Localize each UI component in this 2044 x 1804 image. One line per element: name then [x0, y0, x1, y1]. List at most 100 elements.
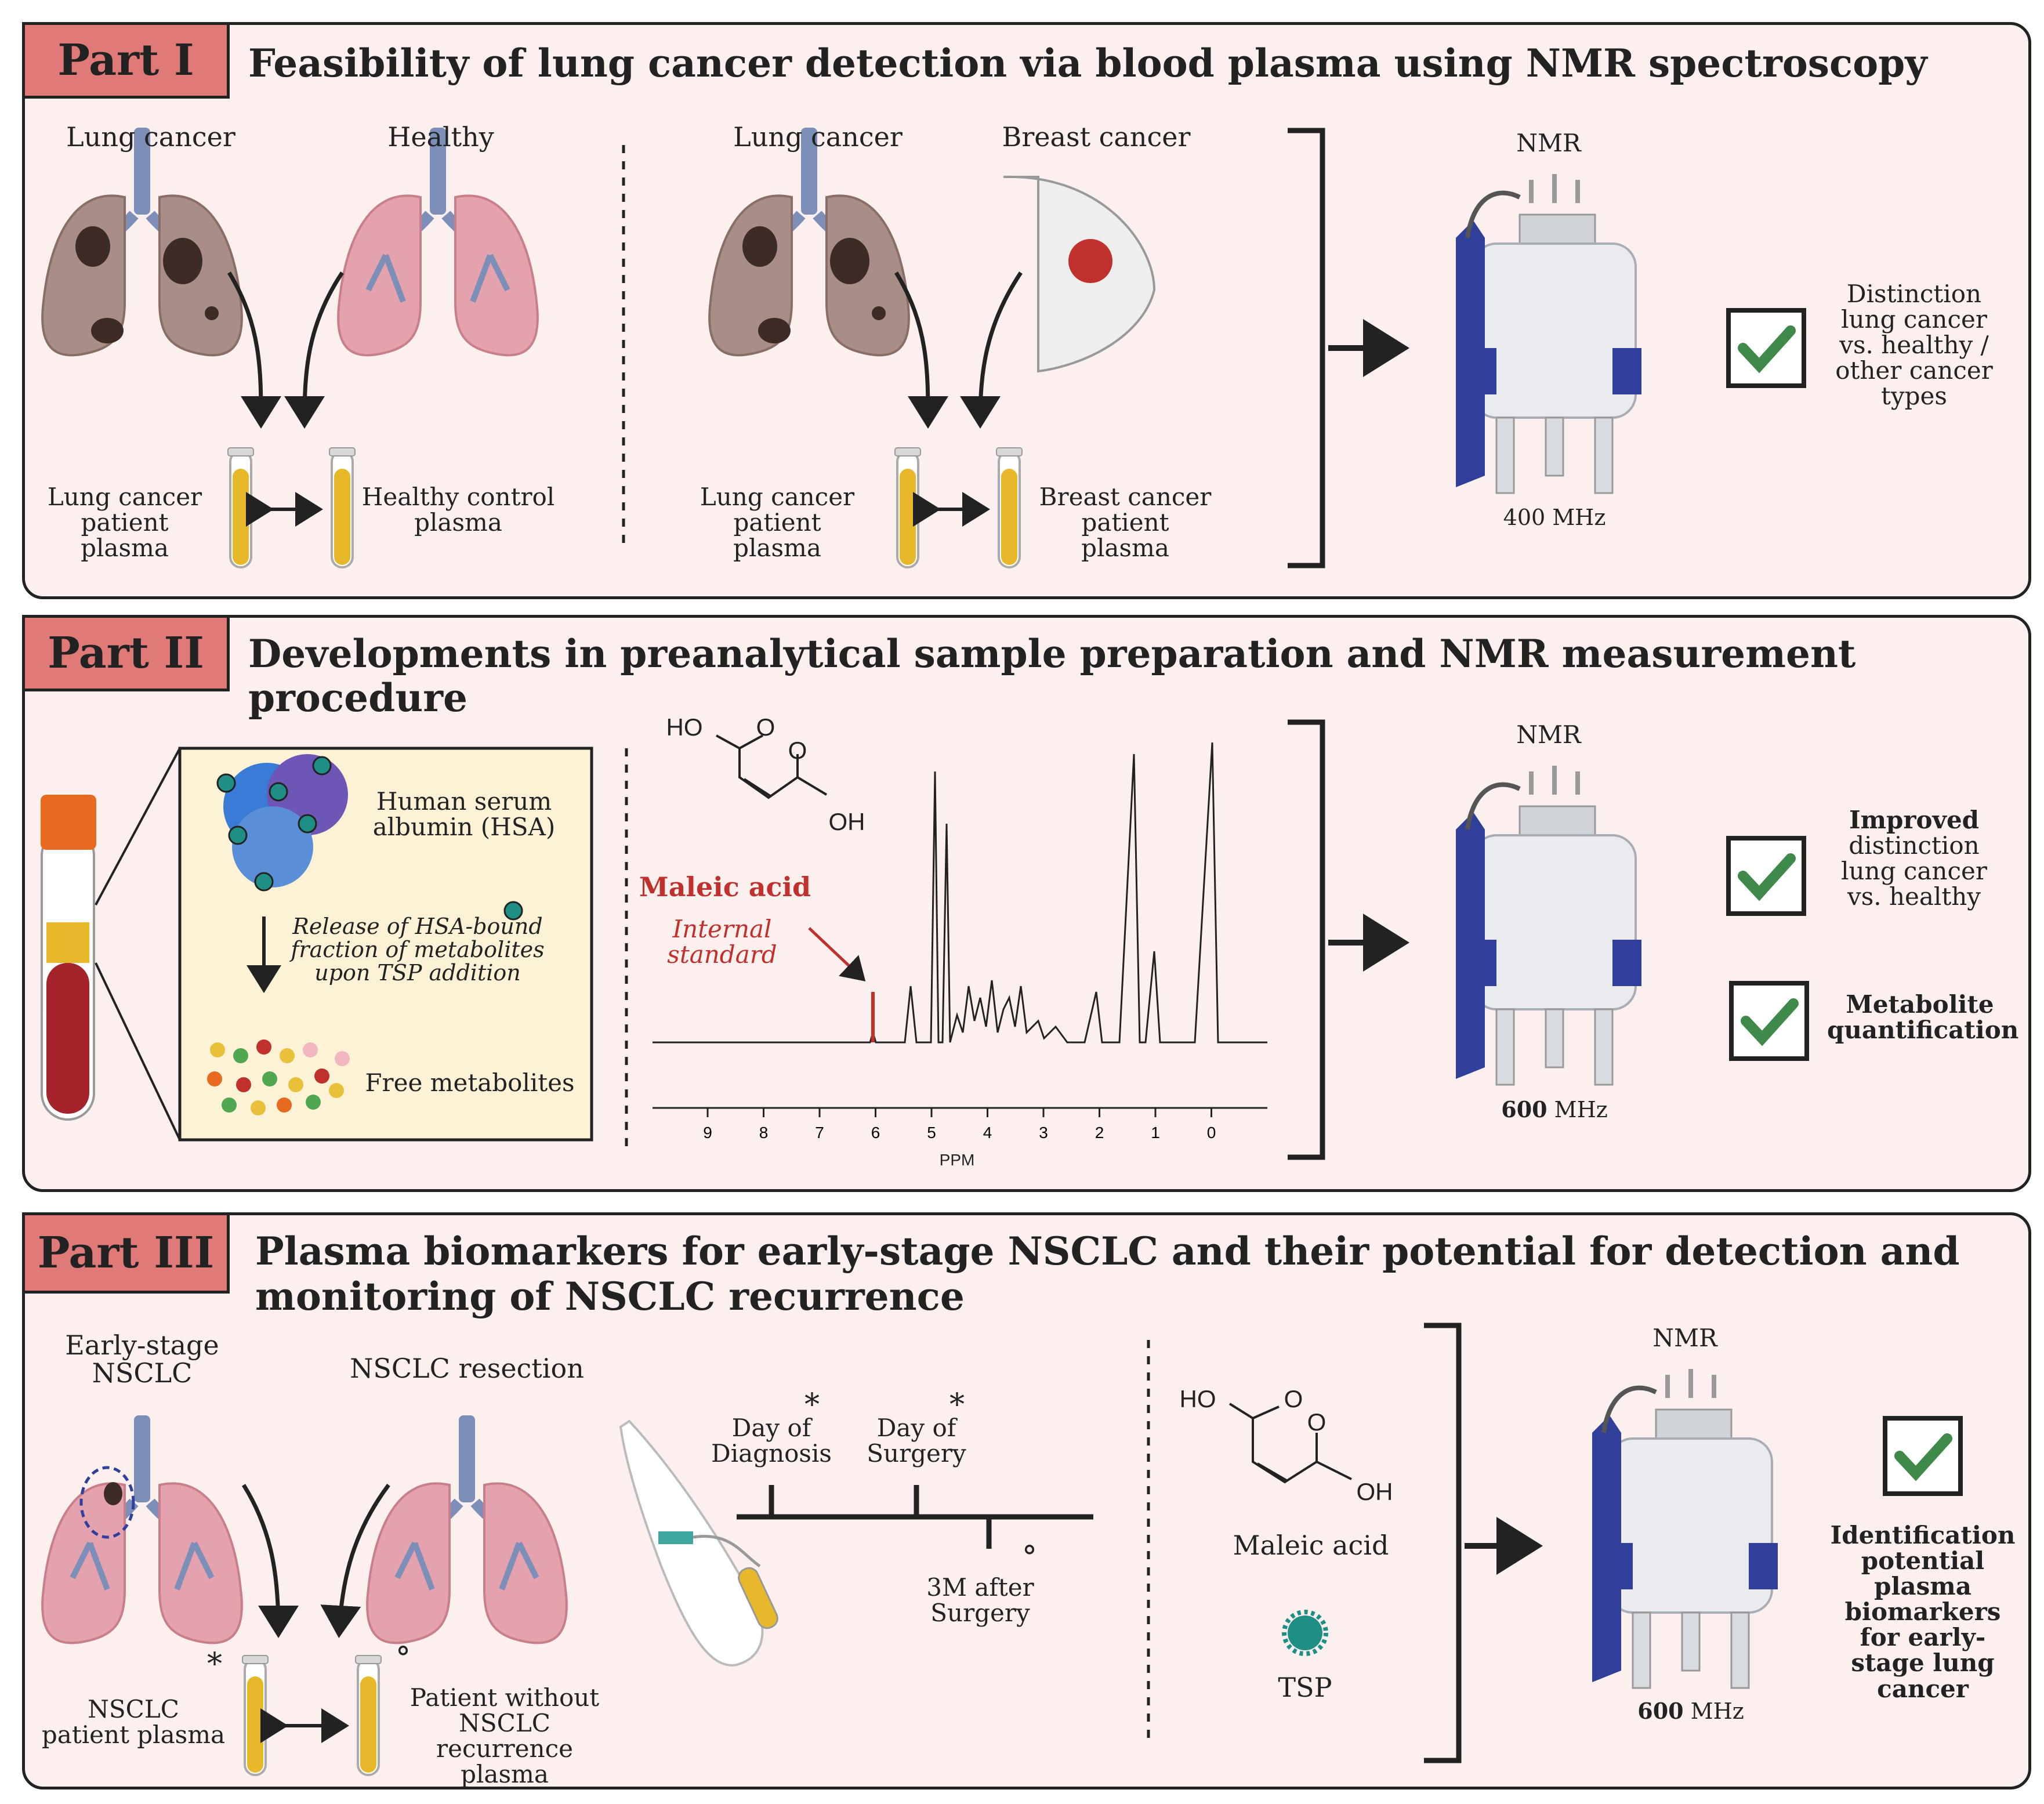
label-tube-lung-2: Lung cancer patient plasma	[700, 483, 855, 563]
chem-oh: OH	[1356, 1478, 1393, 1505]
chem-ho: HO	[666, 713, 703, 741]
result-bold: Improved	[1849, 806, 1980, 834]
label-lung-cancer-2: Lung cancer	[733, 121, 903, 153]
tube-icon	[227, 447, 255, 568]
ppm-tick-label: 6	[871, 1124, 880, 1142]
arm-blood-draw-icon	[619, 1419, 778, 1667]
chem-o-top: O	[756, 713, 775, 741]
bracket	[1288, 131, 1322, 566]
nmr-magnet-icon	[1456, 174, 1641, 493]
breast-icon	[1003, 175, 1156, 373]
timeline	[737, 1485, 1093, 1549]
timeline-surgery: Day of Surgery	[867, 1414, 966, 1468]
part3-title-line2: monitoring of NSCLC recurrence	[255, 1274, 965, 1319]
nmr-label: NMR	[1516, 720, 1581, 749]
frequency-number: 600	[1501, 1096, 1548, 1122]
ppm-tick-label: 7	[815, 1124, 824, 1142]
label-tube-breast: Breast cancer patient plasma	[1039, 483, 1212, 563]
frequency-label: 600 MHz	[1621, 1700, 1760, 1723]
chem-o-top: O	[1284, 1385, 1303, 1412]
frequency-label: 600 MHz	[1485, 1098, 1624, 1122]
tube-icon	[894, 447, 922, 568]
free-metabolites-icon	[207, 1039, 350, 1115]
chem-o-right: O	[1307, 1408, 1327, 1436]
ppm-tick-label: 3	[1039, 1124, 1048, 1142]
label-lung-cancer: Lung cancer	[66, 121, 235, 153]
spectrum-trace	[653, 742, 1267, 1044]
chem-ho: HO	[1179, 1385, 1216, 1412]
circle-tube-b: °	[396, 1641, 411, 1676]
lung-cancer-lung-icon	[709, 128, 909, 355]
nmr-label: NMR	[1652, 1324, 1717, 1352]
result-rest: distinction lung cancer vs. healthy	[1841, 831, 1987, 911]
tube-icon	[328, 447, 356, 568]
part2-tag: Part II	[22, 615, 230, 691]
star-diagnosis: *	[804, 1388, 820, 1422]
check-icon	[1885, 1418, 1960, 1494]
ppm-tick-label: 8	[759, 1124, 769, 1142]
ppm-tick-label: 4	[983, 1124, 992, 1142]
nmr-magnet-icon	[1592, 1369, 1778, 1688]
star-tube-a: *	[207, 1647, 222, 1682]
resected-lung-icon	[367, 1415, 567, 1643]
chem-oh: OH	[828, 808, 865, 835]
ppm-tick-label: 5	[927, 1124, 936, 1142]
early-stage-lung-icon	[42, 1415, 242, 1643]
maleic-acid-label: Maleic acid	[639, 871, 811, 903]
star-surgery: *	[949, 1388, 965, 1422]
part3-title-line1: Plasma biomarkers for early-stage NSCLC …	[255, 1229, 1960, 1274]
healthy-lung-icon	[338, 128, 538, 355]
label-tube-nsclc: NSCLC patient plasma	[41, 1695, 226, 1749]
nmr-magnet-icon	[1456, 766, 1641, 1085]
part3-tag: Part III	[22, 1212, 230, 1294]
tube-icon	[354, 1654, 382, 1776]
result-label-2: Metabolite quantification	[1827, 990, 2019, 1045]
frequency-label: 400 MHz	[1503, 505, 1606, 530]
maleic-acid-label-3: Maleic acid	[1233, 1530, 1389, 1561]
frequency-number: 600	[1637, 1698, 1684, 1724]
nmr-spectrum	[653, 742, 1267, 1109]
result-label: Distinction lung cancer vs. healthy / ot…	[1835, 280, 1993, 411]
check-icon	[1728, 310, 1804, 386]
tube-icon	[995, 447, 1023, 568]
ppm-tick-label: 9	[703, 1124, 712, 1142]
internal-standard-label: Internal standard	[667, 915, 777, 969]
circle-3m: °	[1022, 1540, 1037, 1575]
label-healthy: Healthy	[387, 121, 494, 153]
lung-cancer-lung-icon	[42, 128, 242, 355]
free-metabolites-label: Free metabolites	[365, 1068, 575, 1097]
part1-title: Feasibility of lung cancer detection via…	[248, 41, 1927, 86]
maleic-acid-structure	[716, 734, 828, 799]
ppm-axis-label: PPM	[939, 1151, 975, 1169]
chem-o-right: O	[788, 737, 807, 764]
timeline-diagnosis: Day of Diagnosis	[711, 1414, 832, 1468]
tube-icon	[241, 1654, 269, 1776]
ppm-tick-label: 1	[1151, 1124, 1160, 1142]
part1-tag: Part I	[22, 22, 230, 99]
maleic-acid-structure	[1228, 1403, 1352, 1484]
hsa-label: Human serum albumin (HSA)	[372, 787, 556, 842]
part2-title: Developments in preanalytical sample pre…	[248, 631, 1856, 720]
bracket	[1288, 722, 1322, 1157]
release-label: Release of HSA-bound fraction of metabol…	[291, 914, 545, 986]
resection-label: NSCLC resection	[350, 1353, 584, 1384]
ppm-tick-label: 2	[1095, 1124, 1104, 1142]
blood-tube-icon	[41, 795, 96, 1121]
timeline-3m: 3M after Surgery	[926, 1573, 1034, 1628]
label-tube-no-recurrence: Patient without NSCLC recurrence plasma	[409, 1683, 600, 1789]
frequency-unit: MHz	[1554, 1097, 1608, 1122]
nmr-label: NMR	[1516, 129, 1581, 157]
check-icon	[1728, 838, 1804, 914]
check-icon	[1731, 983, 1807, 1059]
tsp-label: TSP	[1278, 1672, 1332, 1703]
frequency-unit: MHz	[1690, 1698, 1744, 1724]
label-tube-healthy: Healthy control plasma	[361, 483, 555, 537]
tsp-icon	[1284, 1612, 1326, 1654]
hsa-protein-icon	[216, 754, 348, 892]
label-breast-cancer: Breast cancer	[1002, 121, 1191, 153]
bracket	[1424, 1325, 1459, 1760]
result-label: Identification potential plasma biomarke…	[1830, 1521, 2016, 1703]
label-tube-lung: Lung cancer patient plasma	[47, 483, 202, 563]
